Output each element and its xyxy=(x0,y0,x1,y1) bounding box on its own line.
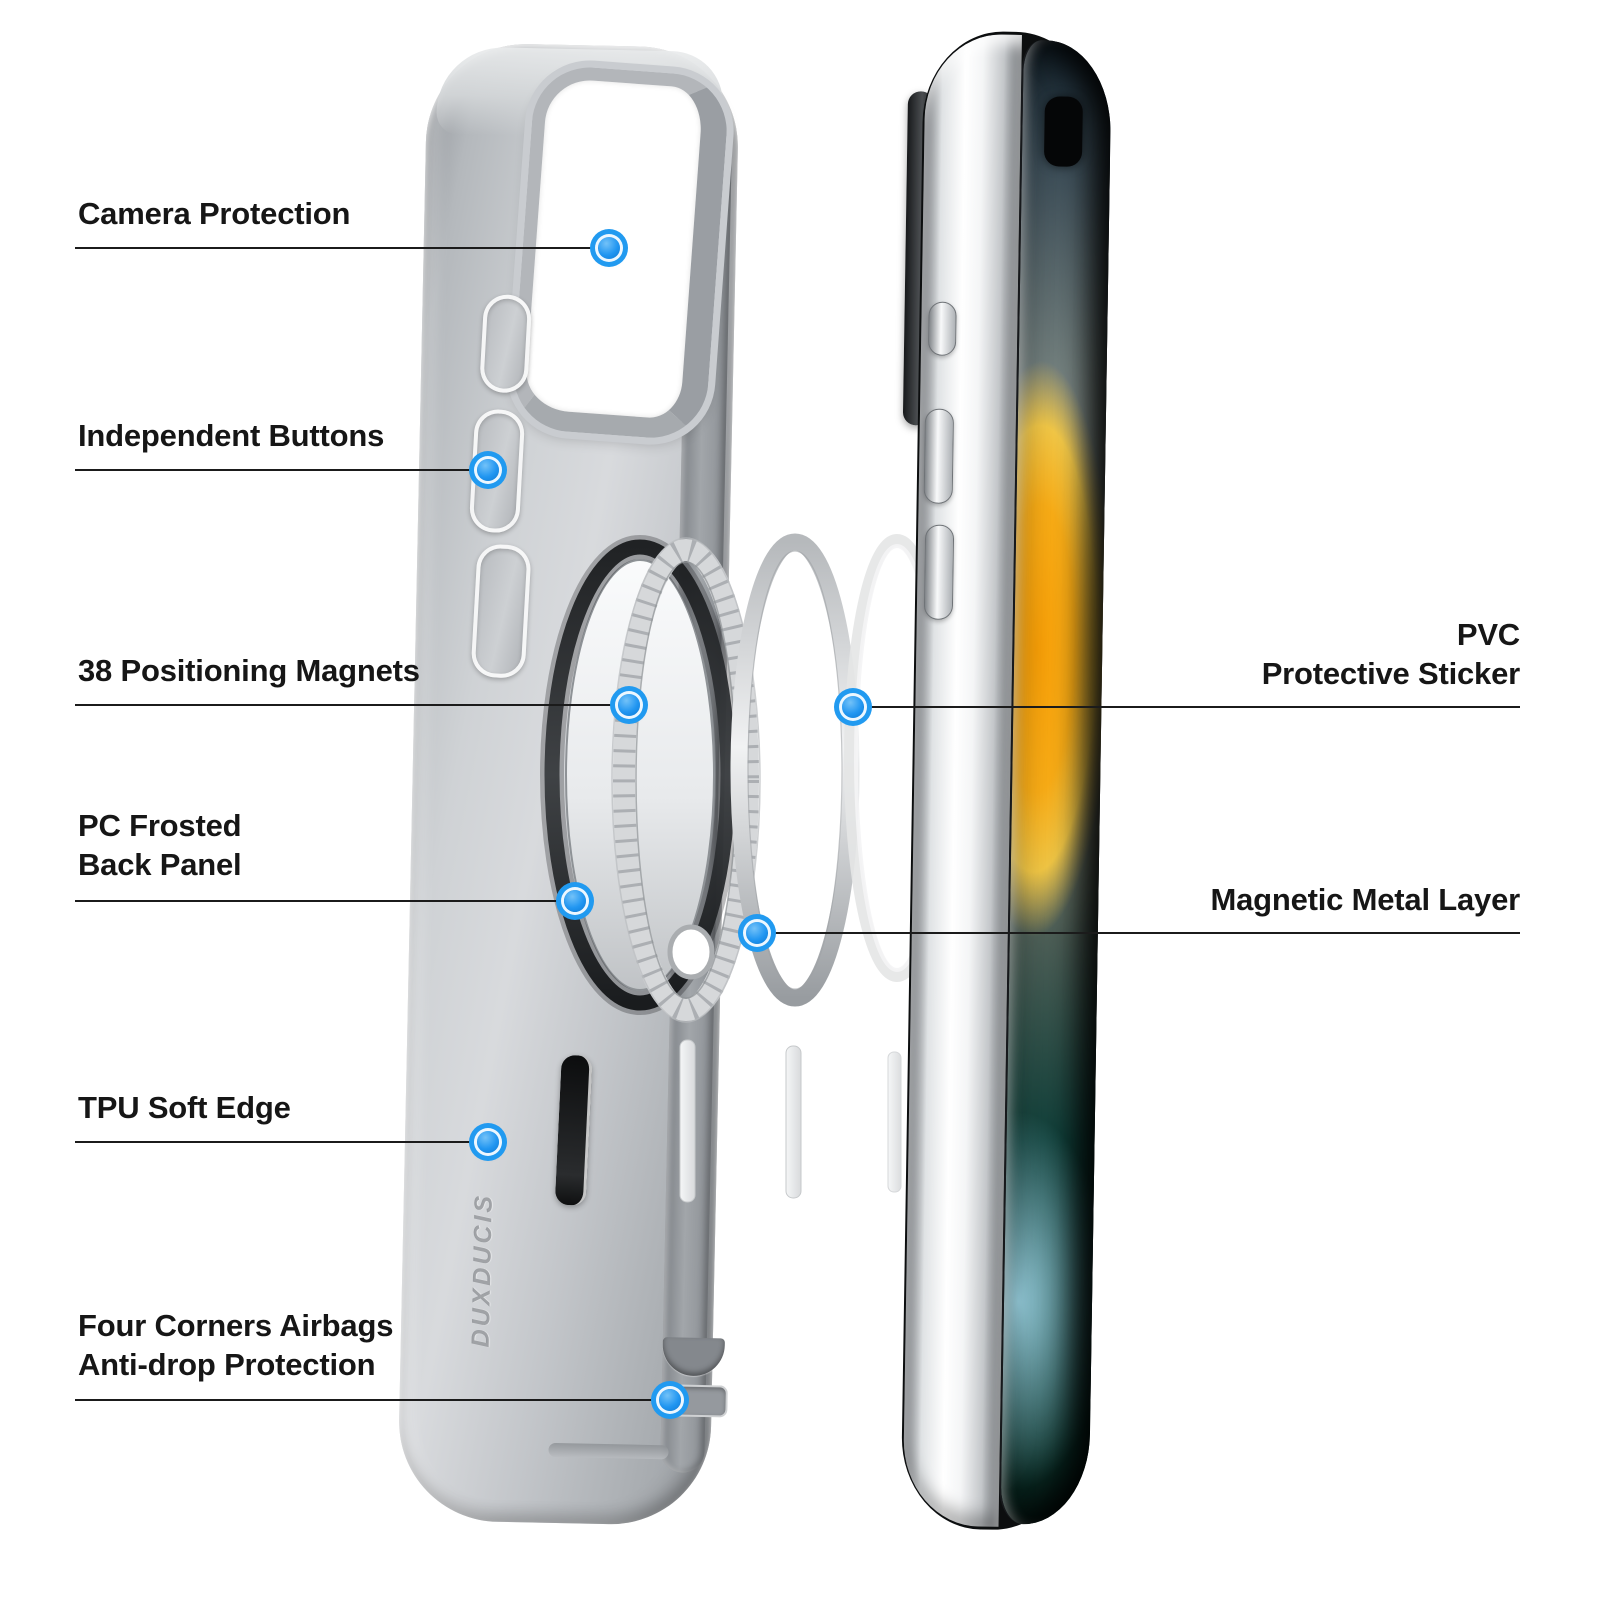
callout-line-camera-protection xyxy=(75,247,609,249)
callout-line-pvc-sticker xyxy=(853,706,1520,708)
marker-camera-protection xyxy=(598,237,620,259)
iphone xyxy=(874,30,1113,1533)
phone-volume-down-button xyxy=(923,524,955,620)
brand-logo-text: DUXDUCIS xyxy=(466,1192,498,1348)
callout-line-pc-frosted xyxy=(75,900,575,902)
marker-positioning-magnets xyxy=(618,694,640,716)
marker-magnetic-layer xyxy=(746,922,768,944)
magnet-ring-outer-edge xyxy=(611,537,761,1023)
dynamic-island xyxy=(1043,96,1083,167)
marker-pc-frosted xyxy=(564,890,586,912)
label-independent-buttons: Independent Buttons xyxy=(78,418,385,453)
magnet-bottom-bar xyxy=(679,1039,696,1203)
marker-independent-buttons xyxy=(477,459,499,481)
label-positioning-magnets: 38 Positioning Magnets xyxy=(78,653,420,688)
case-dark-ring xyxy=(544,539,736,1011)
phone-action-button xyxy=(927,301,957,356)
callout-line-four-corners xyxy=(75,1399,670,1401)
callout-line-independent-buttons xyxy=(75,469,488,471)
case-button-cutout-1 xyxy=(479,293,533,394)
case-bottom-lip xyxy=(548,1442,669,1460)
magsafe-rings-graphic xyxy=(540,533,950,1203)
marker-tpu-soft-edge xyxy=(477,1131,499,1153)
marker-four-corners xyxy=(659,1389,681,1411)
callout-line-positioning-magnets xyxy=(75,704,629,706)
pvc-bottom-bar xyxy=(887,1051,902,1193)
case-camera-opening xyxy=(509,63,731,442)
metal-bottom-bar xyxy=(785,1045,802,1199)
case-magnet-disc xyxy=(565,559,715,991)
marker-pvc-sticker xyxy=(842,696,864,718)
magnet-ring-bottom-hole xyxy=(667,924,715,980)
label-camera-protection: Camera Protection xyxy=(78,196,351,231)
label-magnetic-metal-layer: Magnetic Metal Layer xyxy=(1210,882,1520,917)
case-button-cutout-3 xyxy=(470,543,532,680)
callout-line-magnetic-layer xyxy=(757,932,1520,934)
phone-volume-up-button xyxy=(923,408,955,504)
label-tpu-soft-edge: TPU Soft Edge xyxy=(78,1090,291,1125)
metal-layer-ring-edge xyxy=(747,550,843,990)
callout-line-tpu-soft-edge xyxy=(75,1141,488,1143)
